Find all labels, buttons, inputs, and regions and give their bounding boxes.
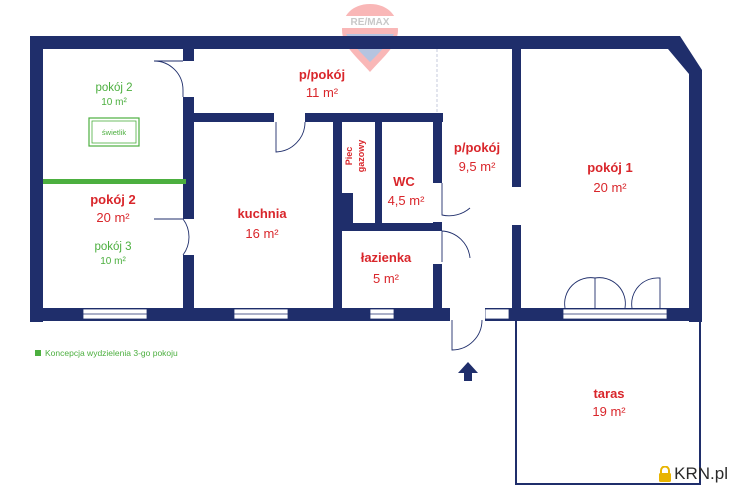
- windows: [82, 308, 668, 320]
- legend: Koncepcja wydzielenia 3-go pokoju: [35, 348, 178, 358]
- room-area-pokoj3: 10 m²: [100, 256, 126, 267]
- room-name-ppokoj-mid: p/pokój: [454, 140, 500, 155]
- concept-partition: [43, 179, 186, 184]
- entrance-arrow-icon: [458, 362, 478, 381]
- lock-icon: [659, 466, 672, 482]
- room-area-pokoj2-top: 10 m²: [101, 97, 127, 108]
- interior-walls: [183, 49, 521, 315]
- room-name-taras: taras: [593, 386, 624, 401]
- room-name-ppokoj-top: p/pokój: [299, 67, 345, 82]
- room-area-lazienka: 5 m²: [373, 271, 400, 286]
- skylight: [88, 117, 140, 147]
- terrace-outline: [515, 321, 701, 485]
- room-area-wc: 4,5 m²: [388, 193, 426, 208]
- legend-text: Koncepcja wydzielenia 3-go pokoju: [45, 348, 178, 358]
- room-name-pokoj3: pokój 3: [94, 241, 131, 253]
- legend-swatch: [35, 350, 41, 356]
- room-name-wc: WC: [393, 174, 415, 189]
- room-name-pokoj2-mid: pokój 2: [90, 192, 136, 207]
- krn-watermark-text: KRN.pl: [674, 464, 728, 483]
- remax-logo-text: RE/MAX: [351, 17, 390, 28]
- skylight-label: świetlik: [102, 128, 126, 137]
- room-area-pokoj2-mid: 20 m²: [96, 210, 130, 225]
- door-openings: [450, 308, 485, 322]
- room-area-ppokoj-mid: 9,5 m²: [459, 159, 497, 174]
- door-swings: [153, 60, 661, 351]
- outer-walls: [30, 36, 702, 322]
- piec-label-line2: gazowy: [356, 140, 366, 173]
- room-name-pokoj1: pokój 1: [587, 160, 633, 175]
- piec-label-line1: Piec: [344, 147, 354, 166]
- room-name-lazienka: łazienka: [361, 250, 412, 265]
- room-area-ppokoj-top: 11 m²: [306, 85, 339, 100]
- room-area-pokoj1: 20 m²: [593, 180, 627, 195]
- room-area-taras: 19 m²: [592, 404, 626, 419]
- room-area-kuchnia: 16 m²: [245, 226, 279, 241]
- room-name-pokoj2-top: pokój 2: [95, 82, 132, 94]
- krn-watermark: KRN.pl: [658, 464, 728, 484]
- room-name-kuchnia: kuchnia: [237, 206, 287, 221]
